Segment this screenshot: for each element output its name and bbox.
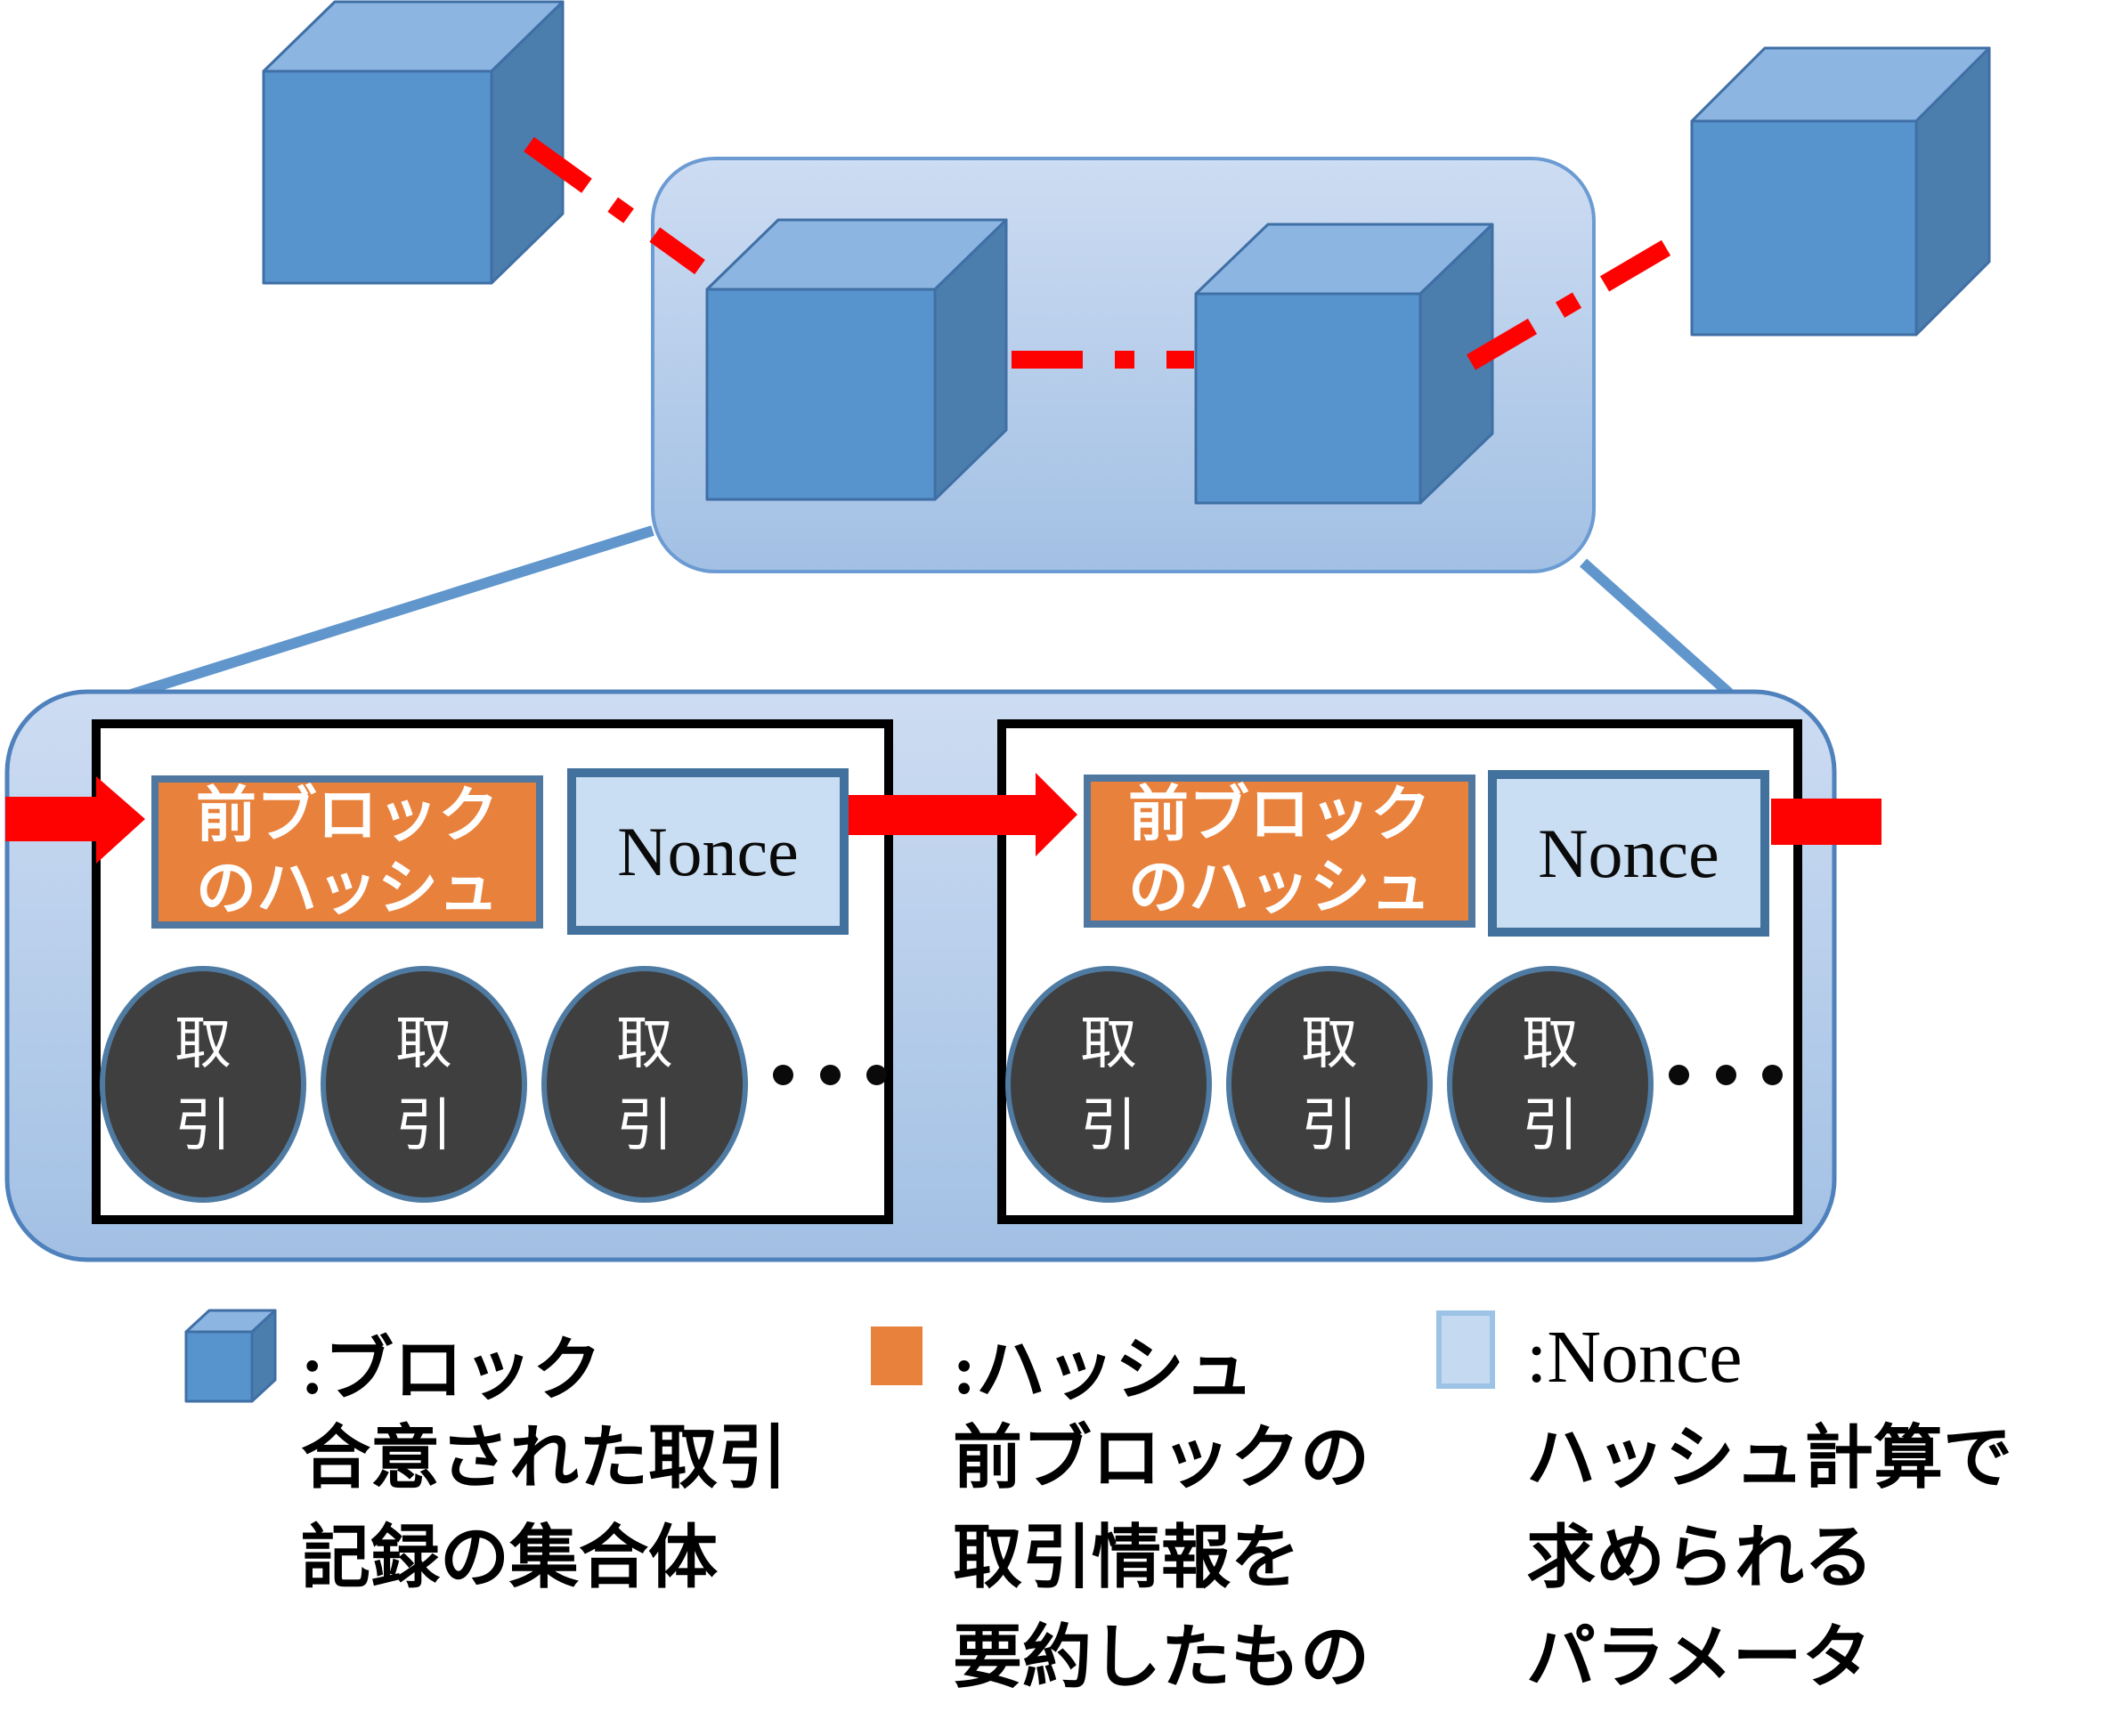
transaction-label: 取 引 [1080, 1011, 1137, 1157]
nonce-box-1: Nonce [567, 768, 849, 935]
legend-title-nonce: :Nonce [1526, 1316, 1743, 1399]
transaction-circle: 取 引 [541, 966, 748, 1203]
transaction-label: 取 引 [616, 1011, 673, 1157]
transaction-label: 取 引 [1522, 1011, 1579, 1157]
legend-title-hash: :ハッシュ [953, 1331, 1254, 1408]
block-cube-1 [262, 0, 565, 285]
transaction-label: 取 引 [175, 1011, 232, 1157]
block-cube-icon [183, 1307, 280, 1405]
legend-title-block: :ブロック [301, 1331, 602, 1408]
transaction-circle: 取 引 [321, 966, 527, 1203]
transaction-circle: 取 引 [100, 966, 306, 1203]
ellipsis-icon [773, 1065, 887, 1086]
nonce-square-icon [1436, 1310, 1495, 1389]
transaction-label: 取 引 [1301, 1011, 1358, 1157]
legend-desc-hash: 前ブロックの 取引情報を 要約したもの [953, 1419, 1370, 1696]
hash-square-icon [871, 1326, 922, 1385]
legend-desc-nonce: ハッシュ計算で 求められる パラメータ [1526, 1419, 2013, 1696]
block-cube-2 [705, 218, 1008, 501]
prev-hash-label-2: 前ブロック のハッシュ [1127, 781, 1431, 921]
prev-hash-label-1: 前ブロック のハッシュ [195, 782, 499, 922]
zoom-connector-left [107, 525, 654, 707]
prev-hash-box-2: 前ブロック のハッシュ [1084, 775, 1475, 928]
chain-link-1 [524, 136, 705, 275]
nonce-label-2: Nonce [1538, 814, 1719, 892]
ellipsis-icon [1669, 1065, 1783, 1086]
transaction-circle: 取 引 [1005, 966, 1212, 1203]
block-cube-3 [1194, 223, 1494, 505]
transaction-circle: 取 引 [1226, 966, 1433, 1203]
legend-desc-block: 合意された取引 記録の集合体 [301, 1419, 788, 1596]
nonce-box-2: Nonce [1488, 770, 1769, 937]
transaction-label: 取 引 [395, 1011, 452, 1157]
nonce-label-1: Nonce [617, 812, 799, 890]
chain-link-3 [1466, 225, 1696, 370]
prev-hash-box-1: 前ブロック のハッシュ [151, 775, 543, 929]
block-cube-4 [1690, 46, 1991, 337]
transaction-circle: 取 引 [1447, 966, 1654, 1203]
